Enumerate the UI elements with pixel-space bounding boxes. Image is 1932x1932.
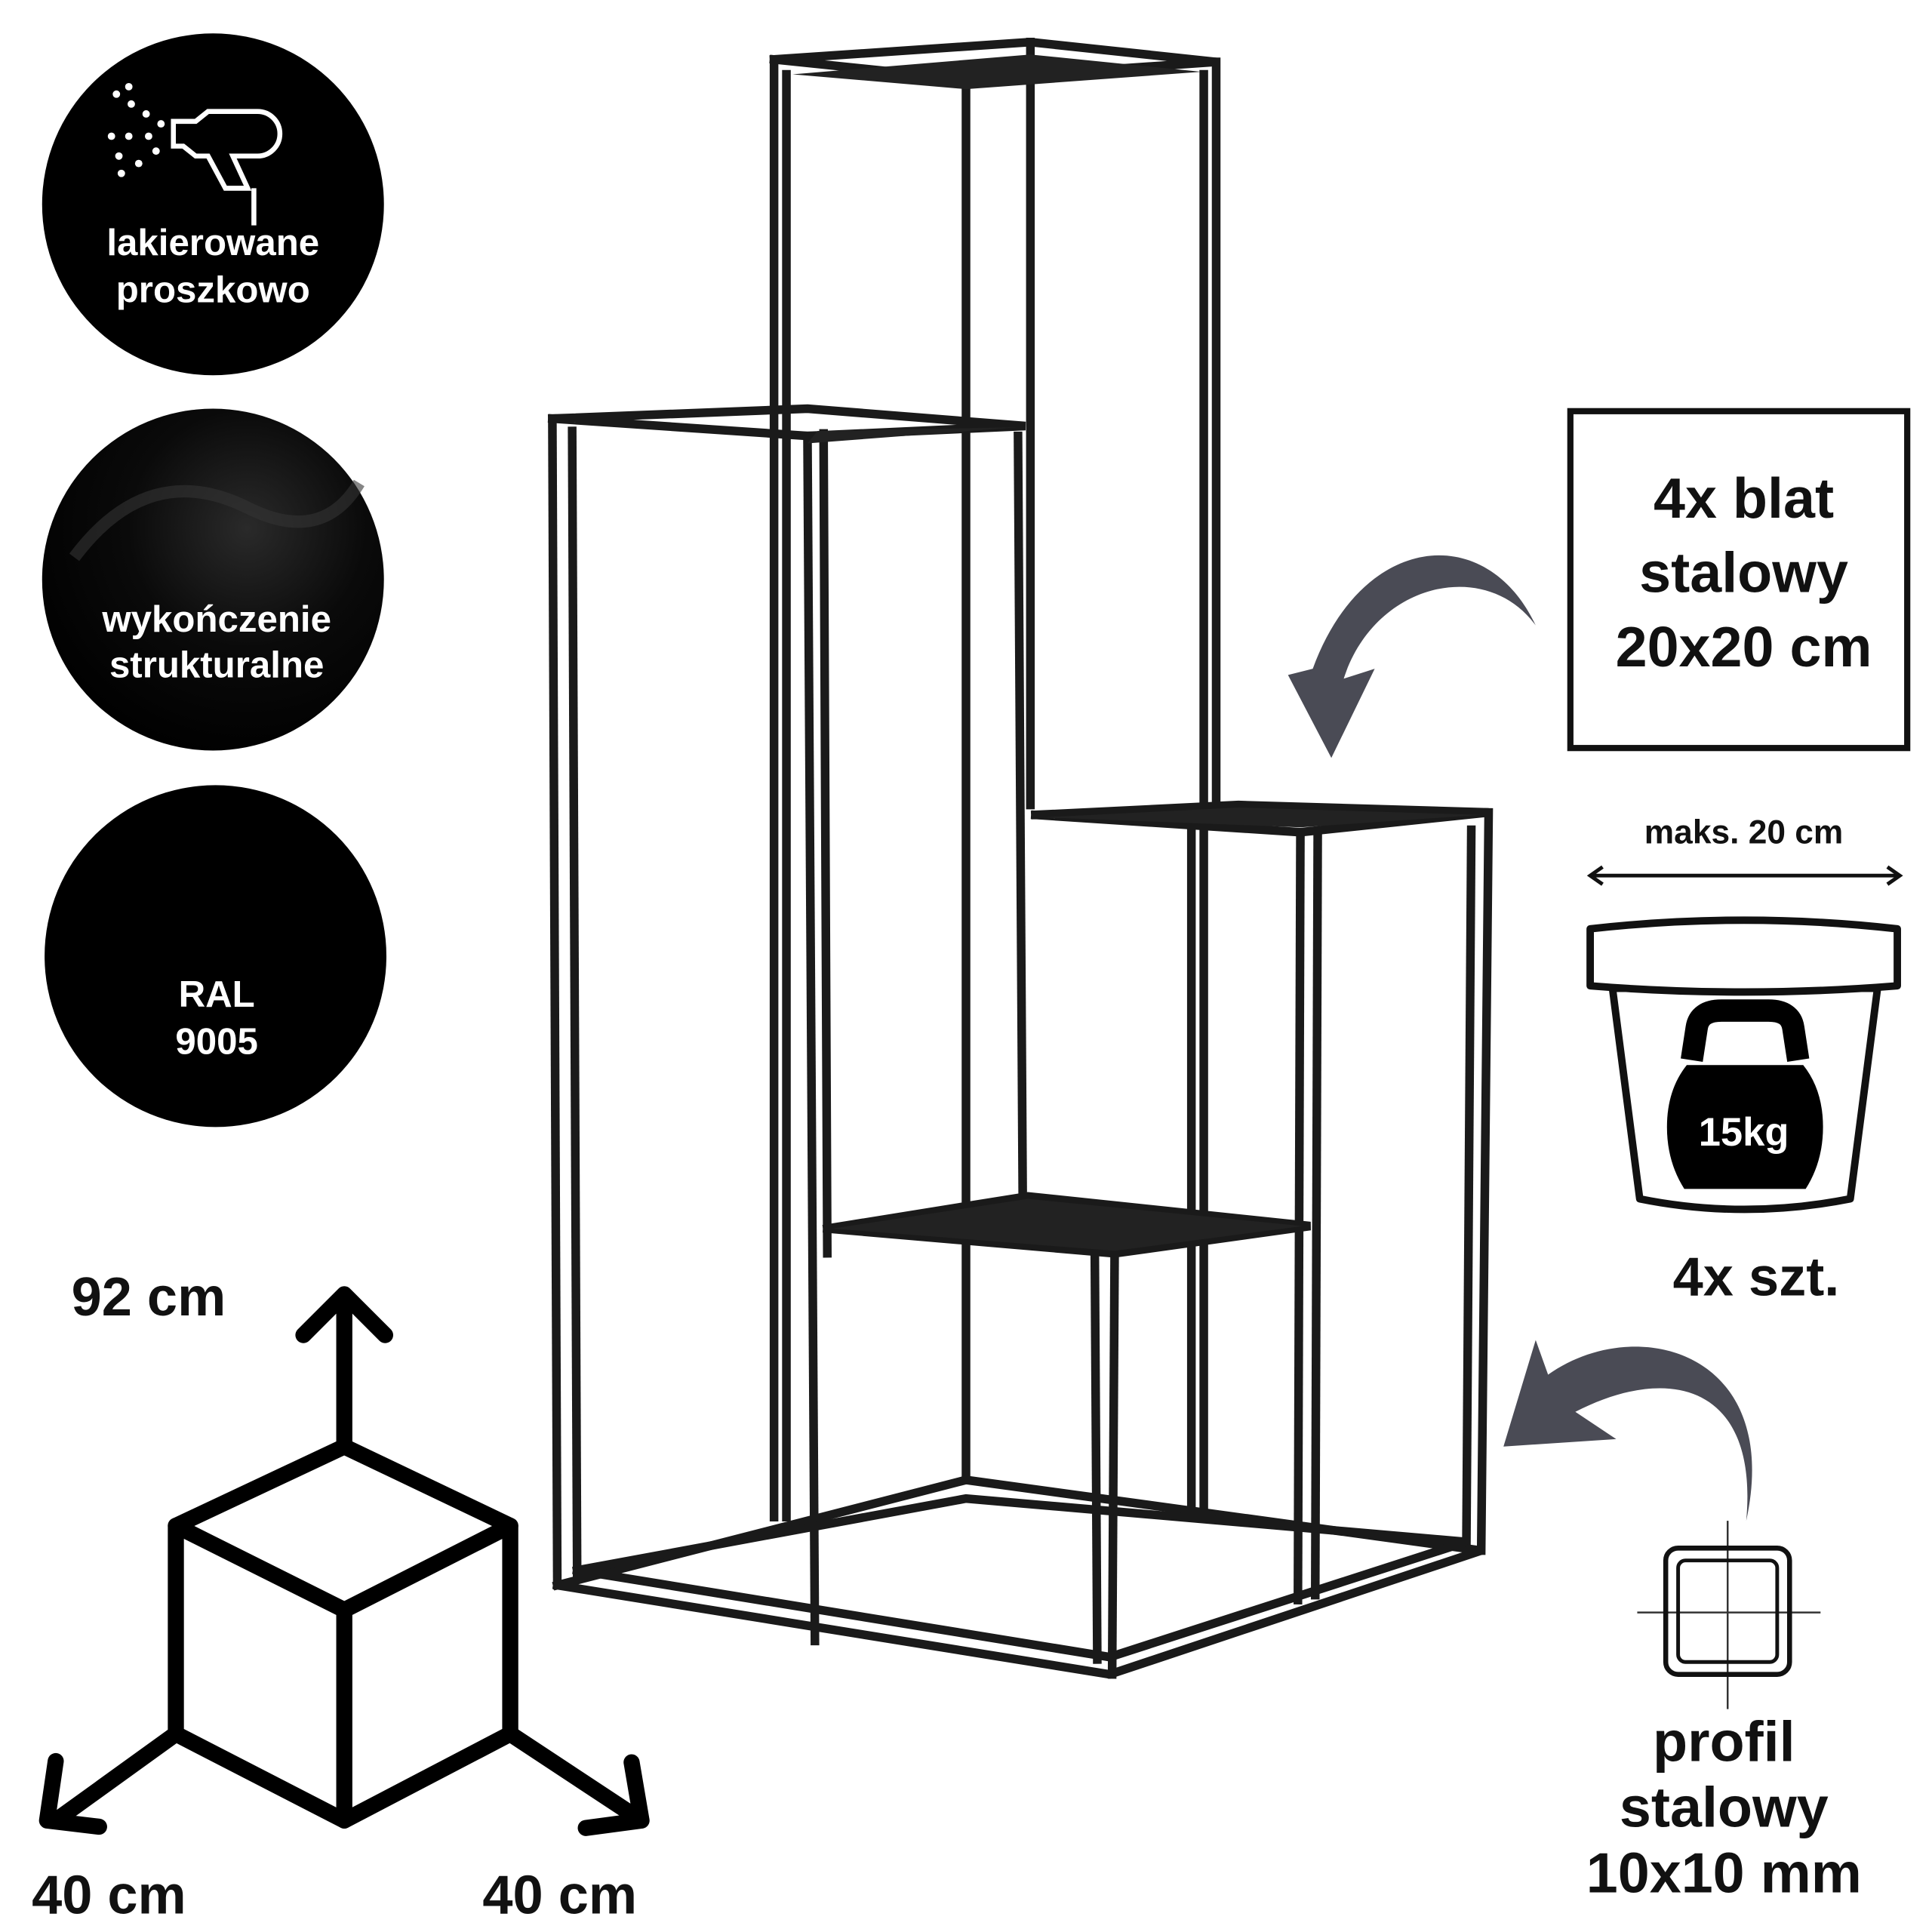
badge-line1: lakierowane [106, 222, 319, 263]
badge-powder-coated: lakierowane proszkowo [42, 33, 384, 376]
badge-structural-finish: wykończenie strukturalne [42, 408, 384, 751]
steel-profile-info: profil stalowy 10x10 mm [1586, 1521, 1862, 1904]
profile-line2: stalowy [1620, 1776, 1829, 1839]
height-label: 92 cm [72, 1267, 226, 1327]
profile-line3: 10x10 mm [1586, 1841, 1862, 1904]
shelves-line3: 20x20 cm [1616, 615, 1872, 678]
square-profile-icon [1637, 1521, 1821, 1709]
badge-line2: strukturalne [109, 645, 324, 686]
shelf-plates [792, 54, 1481, 1251]
badge-line1: wykończenie [101, 598, 331, 640]
dimension-cube-icon [38, 1286, 650, 1836]
steel-shelves-info-box: 4x blat stalowy 20x20 cm [1567, 408, 1911, 752]
badge-line2: proszkowo [116, 269, 310, 310]
weight-label: 15kg [1699, 1110, 1789, 1155]
double-arrow-icon [1586, 865, 1903, 886]
pot-max-size-label: maks. 20 cm [1644, 814, 1844, 851]
curved-arrow-to-shelf-icon [1287, 555, 1536, 758]
curved-arrow-to-profile-icon [1503, 1340, 1752, 1521]
shelves-line2: stalowy [1639, 540, 1848, 604]
badge-line1: RAL [179, 974, 255, 1015]
pot-count-label: 4x szt. [1673, 1247, 1840, 1308]
badge-line2: 9005 [175, 1021, 257, 1063]
width-label: 40 cm [32, 1865, 186, 1925]
badge-ral-color: RAL 9005 [45, 785, 386, 1128]
depth-label: 40 cm [482, 1865, 637, 1925]
plant-stand-image [547, 38, 1494, 1679]
profile-line1: profil [1653, 1710, 1795, 1774]
pot-capacity-info: maks. 20 cm 15kg 4x szt. [1586, 814, 1903, 1308]
spray-gun-icon [107, 82, 283, 226]
kettlebell-icon [1666, 999, 1823, 1189]
shelves-line1: 4x blat [1654, 466, 1834, 530]
